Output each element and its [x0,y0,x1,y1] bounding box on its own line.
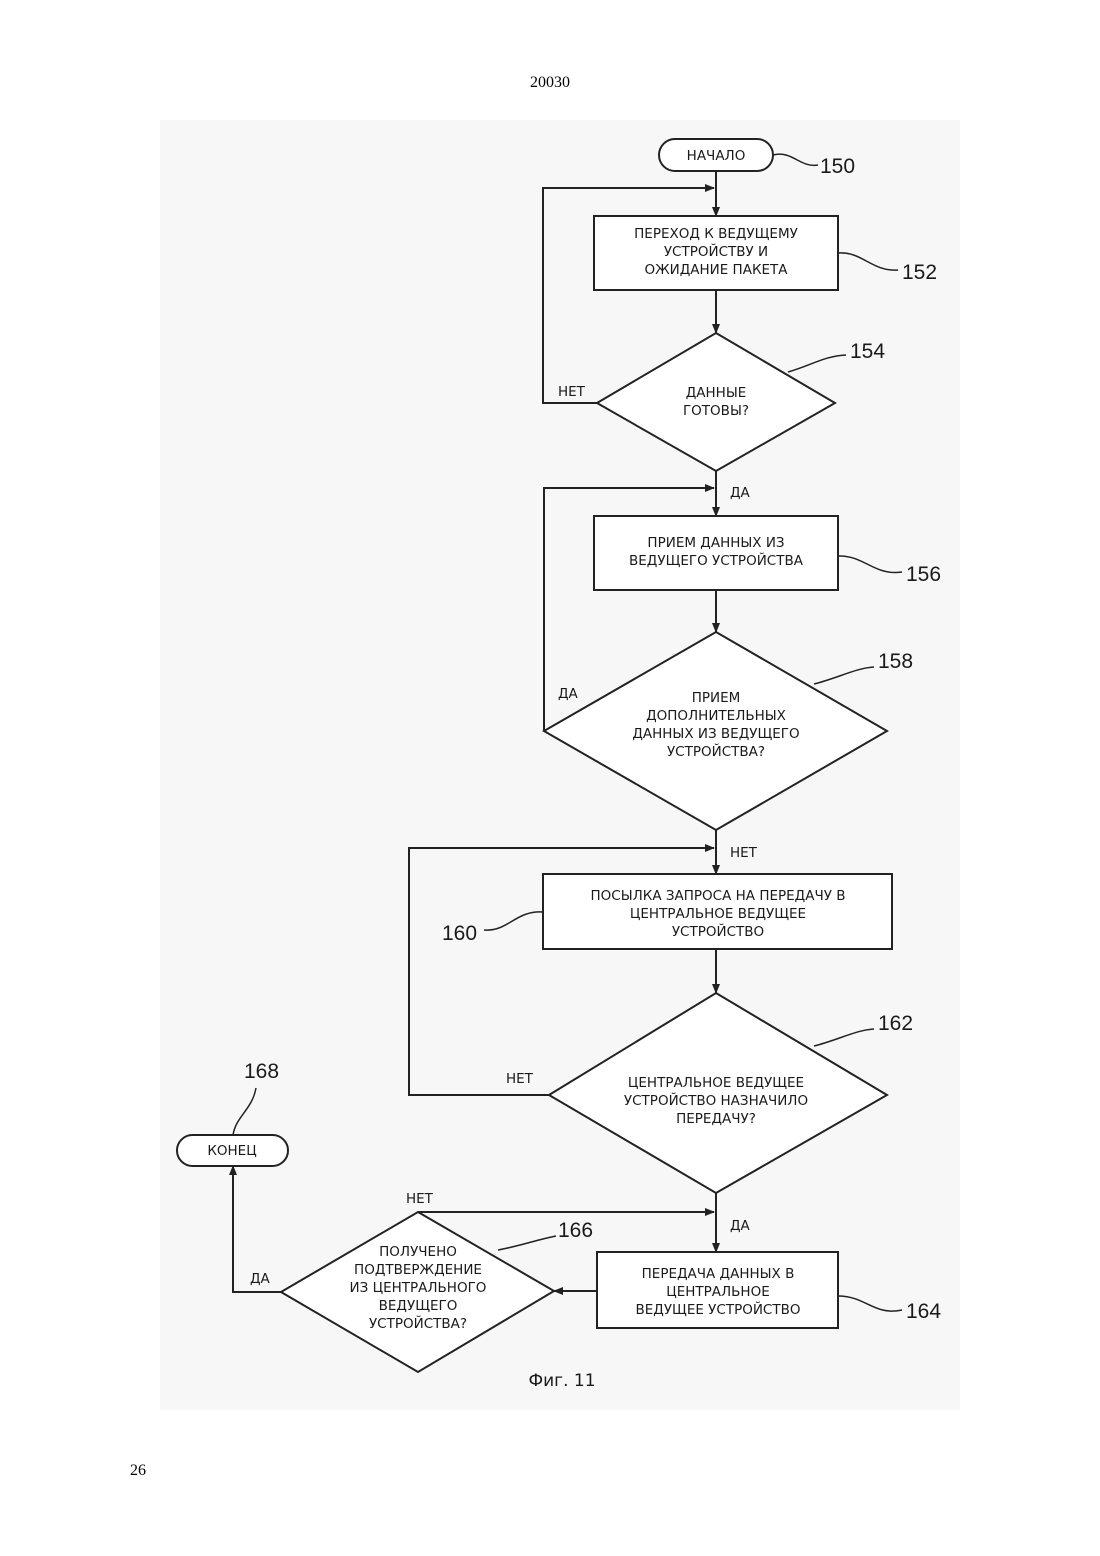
process-156-line-1: ПРИЕМ ДАННЫХ ИЗ [647,535,784,551]
ref-160: 160 [442,922,477,945]
process-156: ПРИЕМ ДАННЫХ ИЗ ВЕДУЩЕГО УСТРОЙСТВА 156 [594,516,941,590]
start-label: НАЧАЛО [687,148,746,164]
page-number: 26 [130,1462,146,1480]
process-164-line-2: ЦЕНТРАЛЬНОЕ [666,1284,770,1300]
ref-164: 164 [906,1300,941,1323]
process-160-line-3: УСТРОЙСТВО [672,922,764,940]
process-160: ПОСЫЛКА ЗАПРОСА НА ПЕРЕДАЧУ В ЦЕНТРАЛЬНО… [442,874,892,949]
decision-158-line-4: УСТРОЙСТВА? [667,742,765,760]
process-160-line-1: ПОСЫЛКА ЗАПРОСА НА ПЕРЕДАЧУ В [591,888,846,904]
figure-caption: Фиг. 11 [528,1371,595,1391]
decision-162-line-1: ЦЕНТРАЛЬНОЕ ВЕДУЩЕЕ [628,1075,804,1091]
decision-154-yes-label: ДА [730,485,751,501]
process-160-line-2: ЦЕНТРАЛЬНОЕ ВЕДУЩЕЕ [630,906,806,922]
decision-162-yes-label: ДА [730,1218,751,1234]
process-152-line-3: ОЖИДАНИЕ ПАКЕТА [644,262,788,278]
ref-156: 156 [906,563,941,586]
end-terminal: КОНЕЦ 168 [177,1060,288,1166]
decision-166-yes-label: ДА [250,1271,271,1287]
decision-166-line-3: ИЗ ЦЕНТРАЛЬНОГО [350,1280,487,1296]
start-terminal: НАЧАЛО 150 [659,139,855,178]
decision-162-no-label: НЕТ [506,1071,534,1087]
ref-150-leader [773,154,818,165]
decision-158: ПРИЕМ ДОПОЛНИТЕЛЬНЫХ ДАННЫХ ИЗ ВЕДУЩЕГО … [544,632,913,861]
ref-158: 158 [878,650,913,673]
decision-162: ЦЕНТРАЛЬНОЕ ВЕДУЩЕЕ УСТРОЙСТВО НАЗНАЧИЛО… [506,993,913,1234]
decision-166-line-5: УСТРОЙСТВА? [369,1314,467,1332]
decision-166-line-4: ВЕДУЩЕГО [379,1298,458,1314]
decision-162-line-2: УСТРОЙСТВО НАЗНАЧИЛО [624,1091,808,1109]
decision-158-line-1: ПРИЕМ [692,690,741,706]
ref-164-leader [838,1296,902,1311]
decision-166-no-label: НЕТ [406,1191,434,1207]
ref-162: 162 [878,1012,913,1035]
ref-154-leader [788,355,846,372]
ref-156-leader [838,556,902,573]
decision-162-line-3: ПЕРЕДАЧУ? [676,1111,756,1127]
decision-158-line-3: ДАННЫХ ИЗ ВЕДУЩЕГО [632,726,799,742]
process-152: ПЕРЕХОД К ВЕДУЩЕМУ УСТРОЙСТВУ И ОЖИДАНИЕ… [594,216,937,290]
process-152-line-2: УСТРОЙСТВУ И [664,242,768,260]
decision-158-no-label: НЕТ [730,845,758,861]
process-156-line-2: ВЕДУЩЕГО УСТРОЙСТВА [629,551,804,569]
ref-152: 152 [902,261,937,284]
ref-168-leader [233,1088,256,1135]
decision-158-line-2: ДОПОЛНИТЕЛЬНЫХ [646,708,786,724]
ref-154: 154 [850,340,885,363]
decision-154-line-2: ГОТОВЫ? [683,403,749,419]
decision-154: ДАННЫЕ ГОТОВЫ? 154 НЕТ ДА [558,333,885,501]
process-164: ПЕРЕДАЧА ДАННЫХ В ЦЕНТРАЛЬНОЕ ВЕДУЩЕЕ УС… [597,1252,941,1328]
ref-150: 150 [820,155,855,178]
process-152-line-1: ПЕРЕХОД К ВЕДУЩЕМУ [634,226,798,242]
process-164-line-3: ВЕДУЩЕЕ УСТРОЙСТВО [635,1300,800,1318]
decision-166: ПОЛУЧЕНО ПОДТВЕРЖДЕНИЕ ИЗ ЦЕНТРАЛЬНОГО В… [250,1191,593,1372]
ref-162-leader [814,1029,874,1046]
ref-166-leader [498,1236,556,1250]
ref-168: 168 [244,1060,279,1083]
decision-166-line-2: ПОДТВЕРЖДЕНИЕ [354,1262,482,1278]
decision-166-line-1: ПОЛУЧЕНО [379,1244,457,1260]
end-label: КОНЕЦ [207,1143,256,1159]
ref-152-leader [838,253,898,270]
decision-154-no-label: НЕТ [558,384,586,400]
decision-154-line-1: ДАННЫЕ [686,385,747,401]
decision-158-yes-label: ДА [558,686,579,702]
process-164-line-1: ПЕРЕДАЧА ДАННЫХ В [642,1266,795,1282]
ref-166: 166 [558,1219,593,1242]
ref-158-leader [814,667,874,684]
ref-160-leader [484,912,543,930]
